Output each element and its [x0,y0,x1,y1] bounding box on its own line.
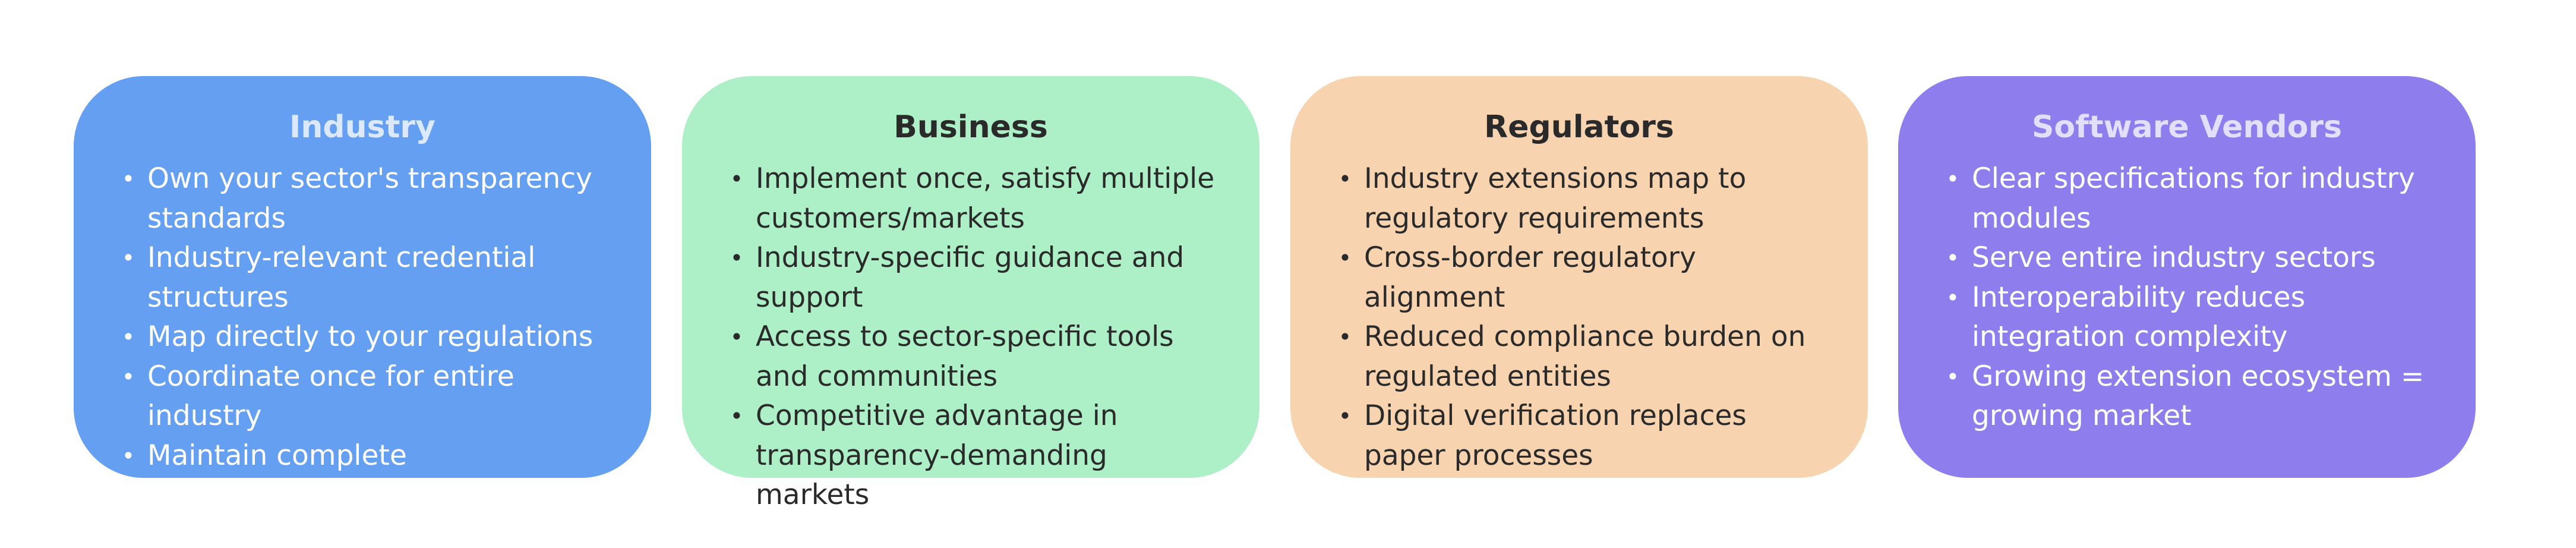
list-item: Access to sector-specific tools and comm… [718,317,1224,396]
industry-card: Industry Own your sector's transparency … [74,76,651,511]
list-item: Industry-specific guidance and support [718,238,1224,317]
list-item: Clear specifications for industry module… [1934,159,2440,238]
list-item: Serve entire industry sectors [1934,238,2440,278]
card-title: Regulators [1484,109,1674,145]
benefit-list: Own your sector's transparency standards… [109,159,615,515]
list-item: Competitive advantage in transparency-de… [718,396,1224,515]
list-item: Cross-border regulatory alignment [1326,238,1832,317]
benefit-list: Clear specifications for industry module… [1934,159,2440,436]
list-item: Digital verification replaces paper proc… [1326,396,1832,475]
benefit-list: Industry extensions map to regulatory re… [1326,159,1832,475]
benefit-list: Implement once, satisfy multiple custome… [718,159,1224,515]
list-item: Own your sector's transparency standards [109,159,615,238]
list-item: Interoperability reduces integration com… [1934,278,2440,357]
list-item: Reduced compliance burden on regulated e… [1326,317,1832,396]
list-item: Map directly to your regulations [109,317,615,357]
list-item: Industry-relevant credential structures [109,238,615,317]
card-title: Business [894,109,1048,145]
list-item: Coordinate once for entire industry [109,357,615,436]
list-item: Maintain complete interoperability [109,436,615,515]
business-card: Business Implement once, satisfy multipl… [682,76,1259,511]
list-item: Growing extension ecosystem = growing ma… [1934,357,2440,436]
software-vendors-card: Software Vendors Clear specifications fo… [1898,76,2476,478]
regulators-card: Regulators Industry extensions map to re… [1290,76,1868,478]
list-item: Implement once, satisfy multiple custome… [718,159,1224,238]
card-title: Software Vendors [2031,109,2343,145]
card-title: Industry [289,109,435,145]
list-item: Industry extensions map to regulatory re… [1326,159,1832,238]
